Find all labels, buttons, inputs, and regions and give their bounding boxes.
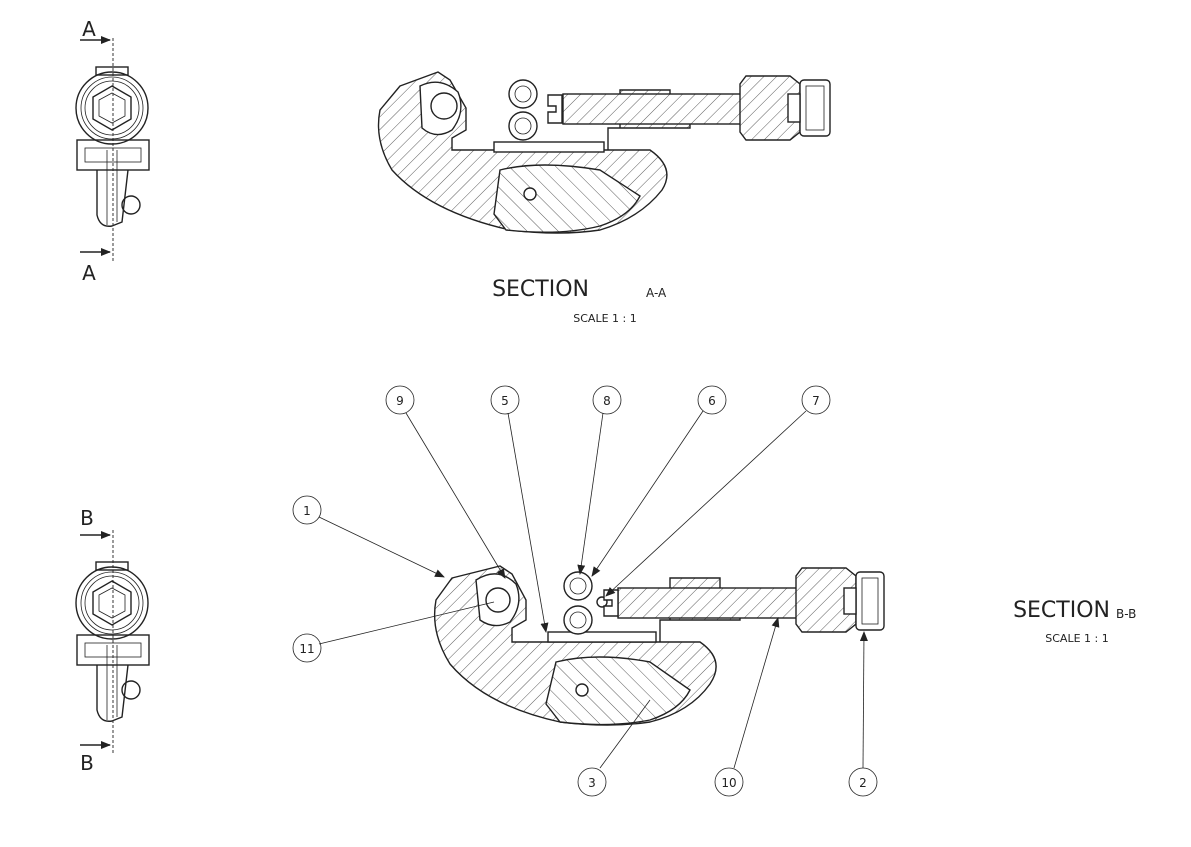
balloon-6-label: 6 bbox=[708, 394, 716, 408]
balloon-9-label: 9 bbox=[396, 394, 404, 408]
balloon-leaders bbox=[318, 410, 868, 769]
section-a-letter-top: A bbox=[82, 17, 96, 41]
balloon-2: 2 bbox=[848, 767, 878, 797]
section-b-scale: SCALE 1 : 1 bbox=[1045, 632, 1108, 645]
balloon-8-label: 8 bbox=[603, 394, 611, 408]
section-b-title: SECTION bbox=[1013, 598, 1110, 623]
balloon-8: 8 bbox=[592, 385, 622, 415]
balloon-1-label: 1 bbox=[303, 504, 311, 518]
balloon-9: 9 bbox=[385, 385, 415, 415]
section-a-title-suffix: A-A bbox=[646, 286, 667, 300]
balloon-5: 5 bbox=[490, 385, 520, 415]
section-b-letter-top: B bbox=[80, 506, 94, 530]
balloon-7: 7 bbox=[801, 385, 831, 415]
balloon-7-label: 7 bbox=[812, 394, 820, 408]
section-b-letter-bottom: B bbox=[80, 751, 94, 775]
section-b-title-suffix: B-B bbox=[1116, 607, 1136, 621]
balloon-3-label: 3 bbox=[588, 776, 596, 790]
balloon-10: 10 bbox=[714, 767, 744, 797]
section-a-a-view bbox=[377, 71, 831, 234]
balloon-10-label: 10 bbox=[721, 776, 736, 790]
section-a-title: SECTION bbox=[492, 277, 589, 302]
balloon-2-label: 2 bbox=[859, 776, 867, 790]
side-view-a bbox=[75, 36, 150, 262]
section-b-b-view bbox=[433, 565, 885, 726]
section-a-scale: SCALE 1 : 1 bbox=[573, 312, 636, 325]
balloon-5-label: 5 bbox=[501, 394, 509, 408]
balloon-6: 6 bbox=[697, 385, 727, 415]
balloon-11: 11 bbox=[292, 633, 322, 663]
balloon-3: 3 bbox=[577, 767, 607, 797]
section-a-letter-bottom: A bbox=[82, 261, 96, 285]
balloon-11-label: 11 bbox=[299, 642, 314, 656]
side-view-b bbox=[75, 530, 150, 755]
balloon-1: 1 bbox=[292, 495, 322, 525]
